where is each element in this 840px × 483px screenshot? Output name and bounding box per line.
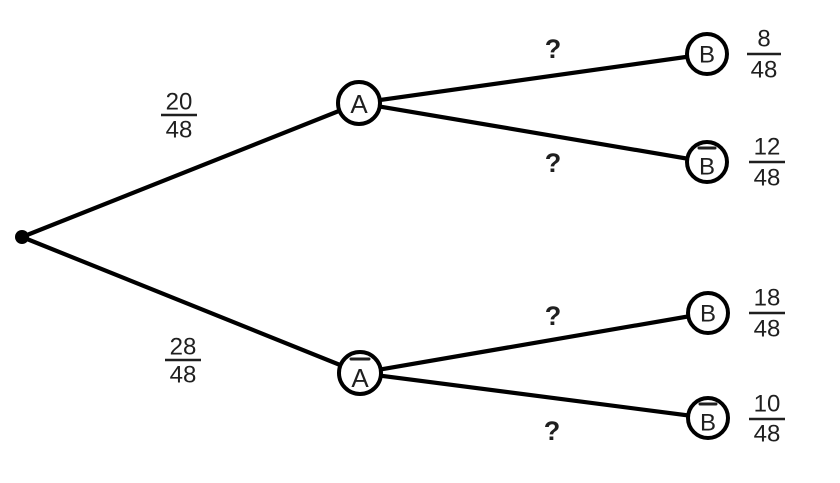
node-b-top-label: B	[699, 42, 715, 69]
fraction-denominator: 48	[754, 316, 781, 343]
fraction-10-48: 10 48	[749, 391, 785, 448]
fraction-12-48: 12 48	[749, 134, 785, 192]
branch-a-to-b-complement	[356, 100, 710, 165]
node-b-complement-top: B	[685, 140, 729, 184]
branch-root-to-a	[19, 100, 362, 240]
node-b-top: B	[685, 32, 729, 76]
question-mark-a-complement-b-complement: ?	[544, 416, 561, 446]
fraction-denominator: 48	[754, 421, 781, 448]
branch-a-to-b	[356, 51, 710, 106]
question-mark-a-b: ?	[545, 34, 562, 64]
node-a-complement-circle	[337, 350, 383, 396]
fraction-numerator: 12	[754, 134, 781, 161]
node-a-circle	[336, 80, 382, 126]
question-mark-a-b-complement: ?	[545, 148, 562, 178]
branch-lines	[19, 51, 711, 421]
branch-root-to-a-complement	[19, 234, 363, 376]
node-b-complement-top-label: B	[699, 154, 715, 181]
branch-a-complement-to-b-complement	[357, 370, 711, 421]
node-a-complement: A	[337, 350, 383, 396]
fraction-20-48: 20 48	[161, 89, 197, 144]
root-node-dot	[15, 230, 29, 244]
node-b-complement-bottom-circle	[686, 396, 730, 440]
fraction-numerator: 20	[166, 89, 193, 116]
fraction-numerator: 8	[757, 26, 770, 53]
branch-a-complement-to-b	[357, 310, 711, 376]
node-b-complement-bottom-label: B	[700, 410, 716, 437]
fraction-numerator: 10	[754, 391, 781, 418]
question-mark-a-complement-b: ?	[545, 301, 562, 331]
fraction-denominator: 48	[166, 117, 193, 144]
fraction-denominator: 48	[751, 57, 778, 84]
node-b-complement-bottom: B	[686, 396, 730, 440]
node-b-top-circle	[685, 32, 729, 76]
node-a: A	[336, 80, 382, 126]
node-b-bottom: B	[686, 291, 730, 335]
node-a-complement-label: A	[351, 363, 369, 393]
fraction-numerator: 28	[170, 334, 197, 361]
node-b-bottom-label: B	[700, 301, 716, 328]
fraction-numerator: 18	[754, 285, 781, 312]
node-a-label: A	[350, 89, 368, 119]
node-b-bottom-circle	[686, 291, 730, 335]
node-b-complement-top-circle	[685, 140, 729, 184]
fraction-8-48: 8 48	[747, 26, 781, 84]
fraction-denominator: 48	[170, 362, 197, 389]
fraction-denominator: 48	[754, 165, 781, 192]
fraction-18-48: 18 48	[749, 285, 785, 343]
fraction-28-48: 28 48	[165, 334, 201, 389]
